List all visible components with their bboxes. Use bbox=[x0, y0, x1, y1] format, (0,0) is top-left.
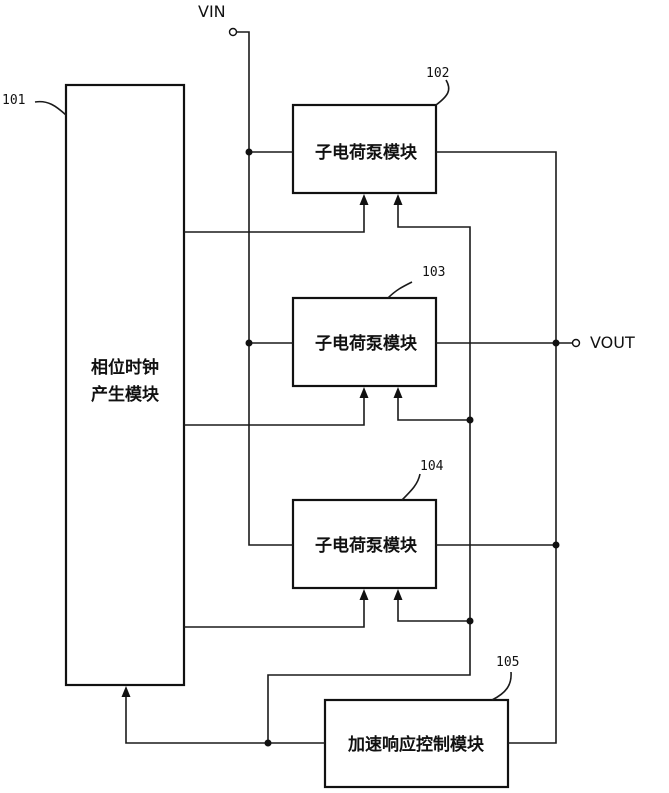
ref-103: 103 bbox=[422, 265, 445, 280]
sub-charge-pump-module-3 bbox=[291, 498, 438, 590]
control-arrow-2 bbox=[393, 387, 403, 398]
vout-junction-2 bbox=[552, 541, 560, 549]
clock-line-3 bbox=[184, 599, 365, 628]
vout-bus bbox=[436, 151, 557, 744]
control-arrow-3 bbox=[393, 589, 403, 600]
control-junction-2 bbox=[466, 617, 474, 625]
pump2-label: 子电荷泵模块 bbox=[315, 333, 418, 354]
clock-line-2 bbox=[184, 397, 365, 426]
pump3-label: 子电荷泵模块 bbox=[315, 535, 418, 556]
ref-leader-105 bbox=[491, 671, 512, 701]
control-arrow-1 bbox=[393, 194, 403, 205]
vin-junction-1 bbox=[245, 148, 253, 156]
vout-junction-1 bbox=[552, 339, 560, 347]
ref-105: 105 bbox=[496, 655, 519, 670]
vout-label: VOUT bbox=[590, 333, 635, 352]
sub-charge-pump-module-2 bbox=[291, 296, 438, 388]
accel-response-control-module bbox=[323, 698, 510, 789]
vin-label: VIN bbox=[198, 2, 226, 21]
ref-leader-102 bbox=[435, 79, 450, 106]
control-feedback-bus bbox=[125, 696, 325, 744]
control-junction-3 bbox=[264, 739, 272, 747]
phase-clock-module bbox=[64, 83, 186, 687]
clock-line-1 bbox=[184, 204, 365, 233]
pump1-label: 子电荷泵模块 bbox=[315, 142, 418, 163]
control-tap-pump2 bbox=[397, 397, 470, 421]
ref-leader-101 bbox=[34, 100, 67, 116]
ref-101: 101 bbox=[2, 93, 25, 108]
vout-terminal bbox=[571, 338, 581, 348]
control-to-pumps bbox=[267, 204, 471, 743]
ref-104: 104 bbox=[420, 459, 444, 474]
phase-clock-label-line1: 相位时钟 bbox=[91, 357, 159, 378]
ref-leader-103 bbox=[387, 281, 413, 299]
vin-wire bbox=[236, 31, 293, 546]
control-junction-1 bbox=[466, 416, 474, 424]
control-tap-pump3 bbox=[397, 599, 470, 622]
vin-terminal bbox=[228, 27, 238, 37]
clock-arrow-1 bbox=[359, 194, 369, 205]
clock-module-input-arrow bbox=[121, 686, 131, 697]
clock-arrow-3 bbox=[359, 589, 369, 600]
accel-label: 加速响应控制模块 bbox=[347, 734, 485, 755]
clock-arrow-2 bbox=[359, 387, 369, 398]
vin-junction-2 bbox=[245, 339, 253, 347]
sub-charge-pump-module-1 bbox=[291, 103, 438, 195]
ref-102: 102 bbox=[426, 66, 449, 81]
ref-leader-104 bbox=[401, 473, 421, 501]
phase-clock-label-line2: 产生模块 bbox=[91, 384, 160, 405]
